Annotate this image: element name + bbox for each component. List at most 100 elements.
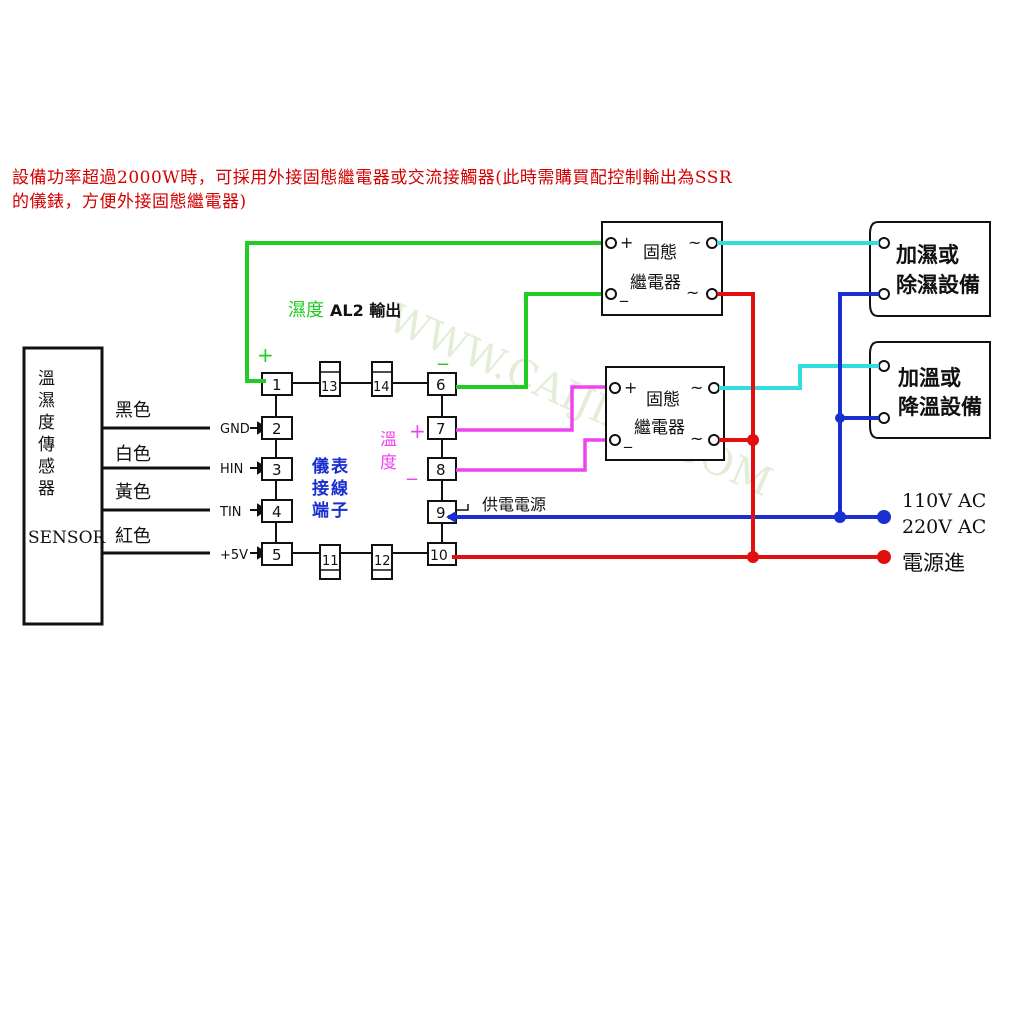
sensor-title-char: 感 bbox=[38, 457, 55, 477]
center-label-char: 表 bbox=[331, 456, 349, 477]
device-label-line1: 加濕或 bbox=[895, 243, 959, 267]
sensor-title-char: 傳 bbox=[38, 435, 55, 455]
pin-label-hin: HIN bbox=[220, 462, 243, 477]
terminal-number: 12 bbox=[374, 554, 391, 569]
header-note-line2: 的儀錶，方便外接固態繼電器) bbox=[12, 192, 247, 212]
power-supply-label: 供電電源 bbox=[482, 495, 546, 514]
neutral-terminal-dot bbox=[877, 510, 891, 524]
relay-minus: _ bbox=[623, 429, 633, 449]
terminal-14 bbox=[371, 361, 393, 397]
wire-color-black: 黑色 bbox=[115, 400, 151, 421]
temperature-label-char: 溫 bbox=[380, 430, 397, 450]
humidity-plus: + bbox=[257, 343, 274, 367]
relay-tilde: ~ bbox=[690, 378, 703, 397]
wire-color-red: 紅色 bbox=[115, 526, 151, 547]
wire-terminal6-to-relay1-minus bbox=[456, 292, 602, 389]
terminal-number: 6 bbox=[436, 376, 446, 394]
neutral-wires bbox=[448, 292, 884, 519]
terminal-number: 14 bbox=[373, 380, 390, 395]
relay-tilde: ~ bbox=[688, 233, 701, 252]
relay-box bbox=[605, 366, 725, 461]
sensor-name: SENSOR bbox=[28, 528, 107, 548]
terminal-center-label: 儀 接 端 表 線 子 bbox=[311, 456, 349, 521]
terminal-1 bbox=[261, 372, 293, 396]
humidity-output-suffix: AL2 輸出 bbox=[330, 301, 401, 320]
relay-terminal bbox=[706, 237, 718, 249]
terminal-6 bbox=[427, 372, 457, 396]
sensor-title-char: 溫 bbox=[38, 369, 55, 389]
relay-box bbox=[601, 221, 723, 316]
device-label-line2: 降溫設備 bbox=[898, 395, 982, 419]
humidity-wires bbox=[245, 241, 602, 389]
junction-dot bbox=[747, 551, 759, 563]
temperature-minus: _ bbox=[406, 456, 418, 480]
terminal-3 bbox=[261, 457, 293, 481]
temperature-wires bbox=[456, 385, 606, 472]
terminal-column-right: 6 7 8 9 10 bbox=[427, 372, 457, 566]
device-humidity: 加濕或 除濕設備 bbox=[869, 221, 991, 317]
pin-label-5v: +5V bbox=[220, 548, 248, 563]
device-label-line1: 加溫或 bbox=[897, 366, 961, 390]
terminal-10 bbox=[427, 542, 457, 566]
device-terminal bbox=[878, 237, 890, 249]
relay-label-line2: 繼電器 bbox=[634, 418, 685, 438]
live-terminal-dot bbox=[877, 550, 891, 564]
relay-terminal bbox=[609, 434, 621, 446]
temperature-plus: + bbox=[409, 419, 426, 443]
wire-color-yellow: 黃色 bbox=[115, 482, 151, 503]
terminal-5 bbox=[261, 542, 293, 566]
voltage-110-label: 110V AC bbox=[902, 490, 986, 512]
relay-terminal bbox=[706, 288, 718, 300]
load-wires bbox=[717, 241, 879, 390]
center-label-char: 子 bbox=[331, 501, 348, 521]
terminal-4 bbox=[261, 499, 293, 523]
pin-arrows bbox=[250, 421, 268, 560]
wire-relay1-live bbox=[717, 292, 755, 557]
relay-plus: + bbox=[620, 233, 633, 252]
terminal-number: 8 bbox=[436, 461, 446, 479]
neutral-arrow bbox=[446, 511, 456, 523]
pin-label-tin: TIN bbox=[219, 505, 242, 520]
relay-minus: _ bbox=[619, 283, 629, 303]
relay-terminal bbox=[609, 382, 621, 394]
temperature-label-char: 度 bbox=[380, 453, 397, 473]
wire-terminal8-to-relay2-minus bbox=[456, 438, 606, 472]
relay-2: + _ ~ ~ 固態 繼電器 bbox=[605, 366, 725, 461]
device-label-line2: 除濕設備 bbox=[896, 273, 980, 297]
relay-tilde: ~ bbox=[690, 429, 703, 448]
relay-1: + _ ~ ~ 固態 繼電器 bbox=[601, 221, 723, 316]
relay-plus: + bbox=[624, 378, 637, 397]
relay-label-line1: 固態 bbox=[646, 390, 680, 410]
sensor-box bbox=[22, 346, 104, 626]
relay-terminal bbox=[605, 237, 617, 249]
sensor-title-char: 濕 bbox=[38, 391, 55, 411]
center-label-char: 線 bbox=[331, 478, 348, 499]
power-in-label: 電源進 bbox=[902, 551, 965, 575]
sensor-title-char: 器 bbox=[38, 479, 55, 499]
terminal-number: 13 bbox=[321, 380, 338, 395]
terminal-number: 5 bbox=[272, 546, 282, 564]
junction-dot bbox=[747, 434, 759, 446]
sensor-title-char: 度 bbox=[38, 413, 55, 433]
wire-device1-neutral bbox=[838, 292, 879, 517]
terminal-row-bottom: 11 12 bbox=[319, 544, 393, 580]
relay-label-line2: 繼電器 bbox=[630, 273, 681, 293]
terminal-number: 9 bbox=[436, 504, 446, 522]
humidity-output-label: 濕度 bbox=[288, 300, 324, 321]
junction-dot bbox=[835, 413, 845, 423]
wire-relay2-to-device2 bbox=[719, 364, 879, 390]
terminal-7 bbox=[427, 416, 457, 440]
terminal-row-top: 13 14 bbox=[319, 361, 393, 397]
relay-tilde: ~ bbox=[686, 283, 699, 302]
relay-terminal bbox=[708, 434, 720, 446]
center-label-char: 儀 bbox=[311, 456, 329, 477]
terminal-number: 3 bbox=[272, 461, 282, 479]
sensor-block: 溫 濕 度 傳 感 器 SENSOR bbox=[22, 346, 107, 626]
sensor-leads bbox=[102, 426, 210, 555]
terminal-2 bbox=[261, 416, 293, 440]
relay-terminal bbox=[708, 382, 720, 394]
relay-label-line1: 固態 bbox=[643, 243, 677, 263]
device-terminal bbox=[878, 360, 890, 372]
wire-terminal1-to-relay1-plus bbox=[245, 241, 602, 383]
